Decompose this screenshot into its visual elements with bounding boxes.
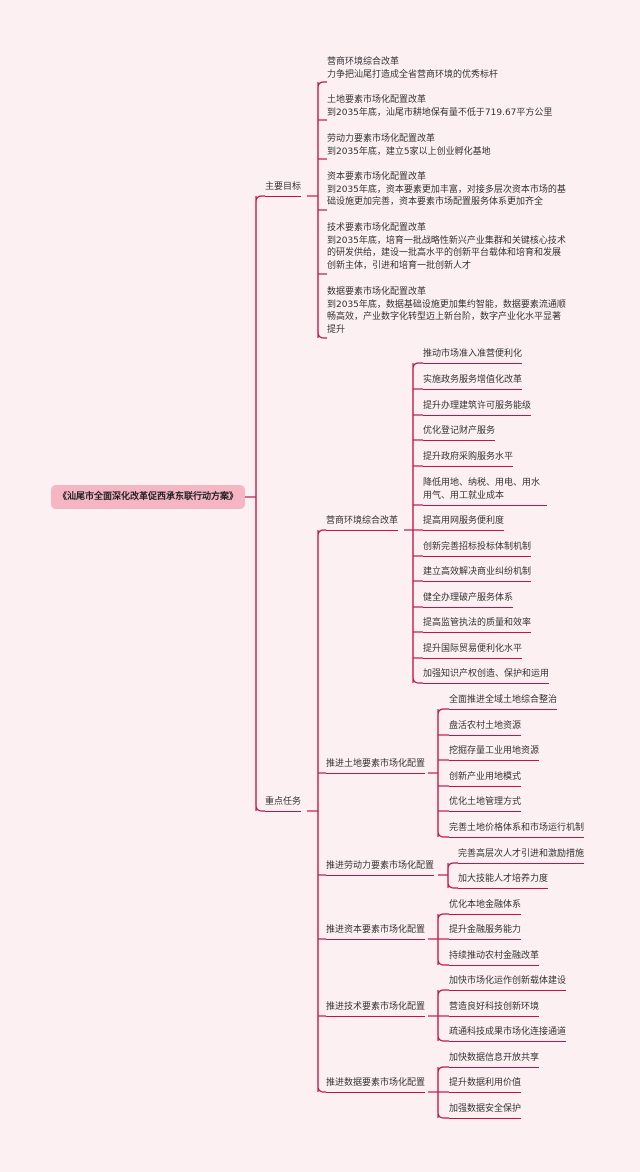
task-item[interactable]: 提升办理建筑许可服务能级 xyxy=(423,400,532,416)
goal-desc: 到2035年底，培育一批战略性新兴产业集群和关键核心技术的研发供给，建设一批高水… xyxy=(327,235,566,271)
task-item[interactable]: 建立高效解决商业纠纷机制 xyxy=(423,566,532,582)
task-item[interactable]: 降低用地、纳税、用电、用水用气、用工就业成本 xyxy=(423,477,547,506)
task-item[interactable]: 推动市场准入准营便利化 xyxy=(423,348,523,364)
task-item[interactable]: 优化登记财产服务 xyxy=(423,425,496,441)
goal-item: 数据要素市场化配置改革 到2035年底，数据基础设施更加集约智能，数据要素流通顺… xyxy=(327,286,567,336)
task-group-node[interactable]: 推进资本要素市场化配置 xyxy=(326,924,426,940)
goal-title: 数据要素市场化配置改革 xyxy=(327,287,427,297)
branch-link xyxy=(317,529,326,811)
task-item[interactable]: 加强知识产权创造、保护和运用 xyxy=(423,668,550,684)
task-item[interactable]: 优化本地金融体系 xyxy=(449,899,522,915)
branch-link xyxy=(437,773,449,838)
goal-item: 资本要素市场化配置改革 到2035年底，资本要素更加丰富，对接多层次资本市场的基… xyxy=(327,171,567,209)
task-group-node[interactable]: 营商环境综合改革 xyxy=(326,515,399,531)
branch-link xyxy=(317,811,326,1093)
branch-link xyxy=(437,1066,449,1092)
task-item[interactable]: 疏通科技成果市场化连接通道 xyxy=(449,1026,567,1042)
branch-link xyxy=(317,81,327,196)
task-item[interactable]: 提升数据利用价值 xyxy=(449,1077,522,1093)
branch-link xyxy=(317,196,327,339)
task-item[interactable]: 优化土地管理方式 xyxy=(449,796,522,812)
branch-link xyxy=(255,497,265,812)
branch-link xyxy=(437,708,449,773)
goal-title: 资本要素市场化配置改革 xyxy=(327,172,427,182)
task-item[interactable]: 实施政务服务增值化改革 xyxy=(423,374,523,390)
root-node[interactable]: 《汕尾市全面深化改革促西承东联行动方案》 xyxy=(51,485,245,509)
task-item[interactable]: 完善土地价格体系和市场运行机制 xyxy=(449,822,585,838)
task-group-node[interactable]: 推进数据要素市场化配置 xyxy=(326,1077,426,1093)
task-item[interactable]: 提升政府采购服务水平 xyxy=(423,451,514,467)
task-item[interactable]: 挖掘存量工业用地资源 xyxy=(449,745,540,761)
task-group-node[interactable]: 推进技术要素市场化配置 xyxy=(326,1001,426,1017)
task-item[interactable]: 持续推动农村金融改革 xyxy=(449,950,540,966)
task-item[interactable]: 提高监管执法的质量和效率 xyxy=(423,617,532,633)
branch-link xyxy=(437,1016,449,1042)
task-item[interactable]: 提升金融服务能力 xyxy=(449,924,522,940)
goal-item: 土地要素市场化配置改革 到2035年底，汕尾市耕地保有量不低于719.67平方公… xyxy=(327,94,567,119)
goal-item: 劳动力要素市场化配置改革 到2035年底，建立5家以上创业孵化基地 xyxy=(327,133,567,158)
branch-link xyxy=(255,195,265,497)
task-item[interactable]: 盘活农村土地资源 xyxy=(449,720,522,736)
goal-desc: 到2035年底，建立5家以上创业孵化基地 xyxy=(327,146,491,157)
task-item[interactable]: 营造良好科技创新环境 xyxy=(449,1001,540,1017)
goal-title: 技术要素市场化配置改革 xyxy=(327,223,427,233)
branch-link xyxy=(447,862,458,875)
task-group-node[interactable]: 推进土地要素市场化配置 xyxy=(326,758,426,774)
task-item[interactable]: 创新完善招标投标体制机制 xyxy=(423,541,532,557)
task-item[interactable]: 完善高层次人才引进和激励措施 xyxy=(458,848,585,864)
goal-desc: 力争把汕尾打造成全省营商环境的优秀标杆 xyxy=(327,69,499,80)
branch-link xyxy=(447,875,458,889)
goal-desc: 到2035年底，汕尾市耕地保有量不低于719.67平方公里 xyxy=(327,107,553,118)
goal-desc: 到2035年底，数据基础设施更加集约智能，数据要素流通顺畅高效，产业数字化转型迈… xyxy=(327,299,566,335)
goal-title: 营商环境综合改革 xyxy=(327,57,400,67)
goal-item: 营商环境综合改革 力争把汕尾打造成全省营商环境的优秀标杆 xyxy=(327,56,567,81)
task-item[interactable]: 健全办理破产服务体系 xyxy=(423,592,514,608)
task-item[interactable]: 加大技能人才培养力度 xyxy=(458,873,549,889)
task-item[interactable]: 加强数据安全保护 xyxy=(449,1103,522,1119)
branch-link xyxy=(437,989,449,1016)
task-item[interactable]: 提升国际贸易便利化水平 xyxy=(423,643,523,659)
goal-title: 土地要素市场化配置改革 xyxy=(327,95,427,105)
task-item[interactable]: 加快数据信息开放共享 xyxy=(449,1052,540,1068)
branch-link xyxy=(437,939,449,966)
goal-desc: 到2035年底，资本要素更加丰富，对接多层次资本市场的基础设施更加完善，资本要素… xyxy=(327,184,566,208)
main-goals-node[interactable]: 主要目标 xyxy=(265,181,302,197)
goal-item: 技术要素市场化配置改革 到2035年底，培育一批战略性新兴产业集群和关键核心技术… xyxy=(327,222,567,272)
task-item[interactable]: 提高用网服务便利度 xyxy=(423,515,505,531)
branch-link xyxy=(437,1092,449,1119)
task-item[interactable]: 加快市场化运作创新载体建设 xyxy=(449,975,567,991)
branch-link xyxy=(437,913,449,939)
goal-title: 劳动力要素市场化配置改革 xyxy=(327,134,436,144)
task-item[interactable]: 创新产业用地模式 xyxy=(449,771,522,787)
task-group-node[interactable]: 推进劳动力要素市场化配置 xyxy=(326,860,435,876)
key-tasks-node[interactable]: 重点任务 xyxy=(265,796,302,812)
task-item[interactable]: 全面推进全域土地综合整治 xyxy=(449,694,558,710)
